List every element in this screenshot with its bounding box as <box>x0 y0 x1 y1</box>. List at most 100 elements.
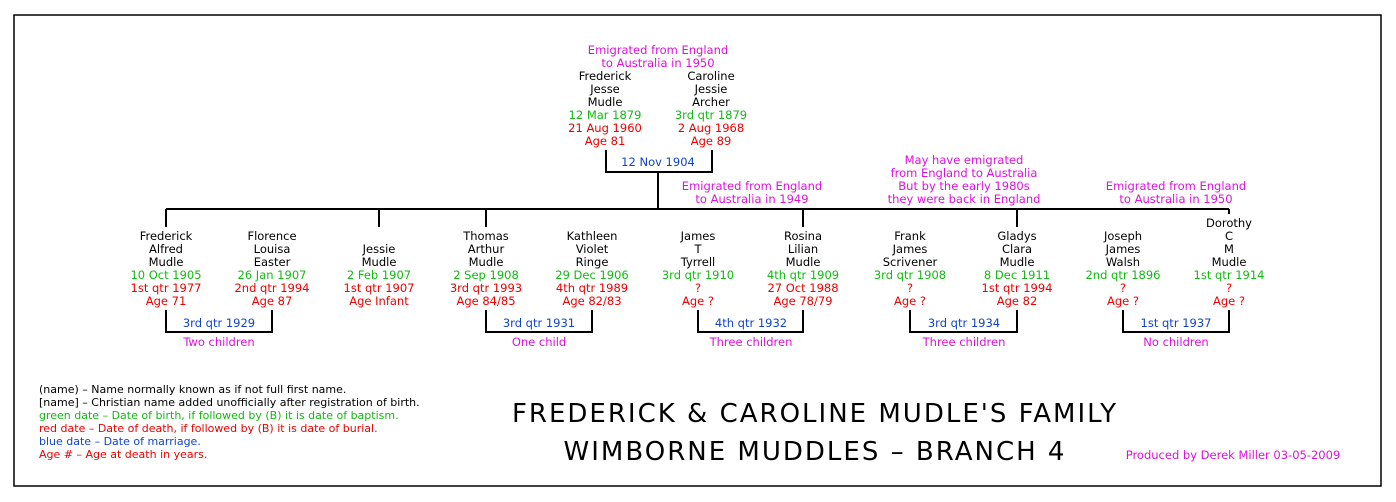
note-line: from England to Australia <box>891 166 1038 180</box>
birth-date: 10 Oct 1905 <box>130 268 201 282</box>
note-line: they were back in England <box>888 192 1041 206</box>
death-date: 27 Oct 1988 <box>767 281 838 295</box>
children-count: Two children <box>182 335 254 349</box>
person-name: Mudle <box>149 255 184 269</box>
person-name: Archer <box>692 95 730 109</box>
person-name: Arthur <box>468 242 505 256</box>
marriage-thomas-kathleen: 3rd qtr 1931 One child <box>485 310 593 349</box>
note-line: to Australia in 1950 <box>1119 192 1232 206</box>
note-thomas: Emigrated from England to Australia in 1… <box>682 179 822 206</box>
person-name: Violet <box>576 242 609 256</box>
note-line: Emigrated from England <box>682 179 822 193</box>
marriage-date: 3rd qtr 1929 <box>183 316 255 330</box>
death-date: 2nd qtr 1994 <box>234 281 309 295</box>
person-name: Frank <box>894 229 926 243</box>
person-dorothy: Dorothy C M Mudle 1st qtr 1914 ? Age ? <box>1194 216 1265 308</box>
person-name: Frederick <box>140 229 193 243</box>
person-name: James <box>892 242 928 256</box>
root-marriage-date: 12 Nov 1904 <box>621 155 695 169</box>
person-name: Mudle <box>588 95 623 109</box>
marriage-bracket <box>485 310 593 333</box>
death-date: 4th qtr 1989 <box>556 281 628 295</box>
person-name: Joseph <box>1103 229 1142 243</box>
note-line: May have emigrated <box>905 153 1024 167</box>
death-date: ? <box>1120 281 1126 295</box>
diagram-subtitle: WIMBORNE MUDDLES – BRANCH 4 <box>564 437 1067 467</box>
birth-date: 29 Dec 1906 <box>555 268 628 282</box>
person-name: Florence <box>247 229 296 243</box>
death-date: ? <box>907 281 913 295</box>
age-at-death: Age ? <box>894 294 926 308</box>
person-rosina-lilian: Rosina Lilian Mudle 4th qtr 1909 27 Oct … <box>767 229 839 308</box>
person-name: Jesse <box>589 82 620 96</box>
birth-date: 8 Dec 1911 <box>984 268 1050 282</box>
age-at-death: Age 78/79 <box>773 294 832 308</box>
birth-date: 2 Feb 1907 <box>347 268 411 282</box>
age-at-death: Age ? <box>1107 294 1139 308</box>
person-jessie: Jessie Mudle 2 Feb 1907 1st qtr 1907 Age… <box>344 242 415 308</box>
age-at-death: Age 71 <box>146 294 187 308</box>
death-date: 2 Aug 1968 <box>678 121 744 135</box>
person-caroline-jessie: Caroline Jessie Archer 3rd qtr 1879 2 Au… <box>675 69 747 148</box>
person-name: Tyrrell <box>680 255 716 269</box>
note-line: But by the early 1980s <box>898 179 1029 193</box>
person-name: Mudle <box>1212 255 1247 269</box>
person-james-tyrrell: James T Tyrrell 3rd qtr 1910 ? Age ? <box>662 229 734 308</box>
person-name: Kathleen <box>567 229 618 243</box>
legend-item: green date – Date of birth, if followed … <box>39 409 399 422</box>
marriage-bracket <box>909 310 1018 333</box>
legend-item: [name] – Christian name added unofficial… <box>39 396 420 409</box>
page-border <box>13 14 1382 487</box>
death-date: 1st qtr 1994 <box>982 281 1053 295</box>
person-name: Louisa <box>254 242 291 256</box>
person-name: Caroline <box>687 69 734 83</box>
person-name: Easter <box>254 255 291 269</box>
death-date: ? <box>1226 281 1232 295</box>
person-gladys-clara: Gladys Clara Mudle 8 Dec 1911 1st qtr 19… <box>982 229 1053 308</box>
person-name: James <box>1105 242 1141 256</box>
legend-item: red date – Date of death, if followed by… <box>39 422 378 435</box>
children-count: One child <box>512 335 566 349</box>
legend-item: (name) – Name normally known as if not f… <box>39 383 346 396</box>
death-date: 3rd qtr 1993 <box>450 281 522 295</box>
marriage-frank-gladys: 3rd qtr 1934 Three children <box>909 310 1018 349</box>
person-name: Jessie <box>694 82 728 96</box>
marriage-frederick-florence: 3rd qtr 1929 Two children <box>165 310 273 349</box>
legend-item: Age # – Age at death in years. <box>39 448 207 461</box>
person-joseph-walsh: Joseph James Walsh 2nd qtr 1896 ? Age ? <box>1085 229 1160 308</box>
birth-date: 2 Sep 1908 <box>453 268 519 282</box>
death-date: 1st qtr 1907 <box>344 281 415 295</box>
birth-date: 12 Mar 1879 <box>569 108 642 122</box>
legend: (name) – Name normally known as if not f… <box>39 383 420 461</box>
person-name: Thomas <box>462 229 509 243</box>
diagram-title: FREDERICK & CAROLINE MUDLE'S FAMILY <box>512 399 1118 429</box>
death-date: ? <box>695 281 701 295</box>
marriage-bracket <box>1122 310 1230 333</box>
root-note: Emigrated from England to Australia in 1… <box>588 43 728 70</box>
age-at-death: Age 82/83 <box>562 294 621 308</box>
children-count: Three children <box>922 335 1006 349</box>
person-name: Walsh <box>1106 255 1140 269</box>
marriage-james-rosina: 4th qtr 1932 Three children <box>697 310 804 349</box>
marriage-joseph-dorothy: 1st qtr 1937 No children <box>1122 310 1230 349</box>
credit-text: Produced by Derek Miller 03-05-2009 <box>1126 448 1341 462</box>
note-line: Emigrated from England <box>1106 179 1246 193</box>
marriage-bracket <box>697 310 804 333</box>
age-at-death: Age 89 <box>691 134 732 148</box>
root-note-line: to Australia in 1950 <box>601 56 714 70</box>
birth-date: 3rd qtr 1879 <box>675 108 747 122</box>
birth-date: 3rd qtr 1910 <box>662 268 734 282</box>
note-line: to Australia in 1949 <box>695 192 808 206</box>
age-at-death: Age ? <box>1213 294 1245 308</box>
birth-date: 1st qtr 1914 <box>1194 268 1265 282</box>
person-name: C <box>1225 229 1233 243</box>
person-name: Mudle <box>786 255 821 269</box>
birth-date: 3rd qtr 1908 <box>874 268 946 282</box>
person-name: Mudle <box>469 255 504 269</box>
age-at-death: Age 84/85 <box>456 294 515 308</box>
note-joseph: Emigrated from England to Australia in 1… <box>1106 179 1246 206</box>
root-note-line: Emigrated from England <box>588 43 728 57</box>
person-name: Mudle <box>362 255 397 269</box>
person-name: Gladys <box>997 229 1036 243</box>
